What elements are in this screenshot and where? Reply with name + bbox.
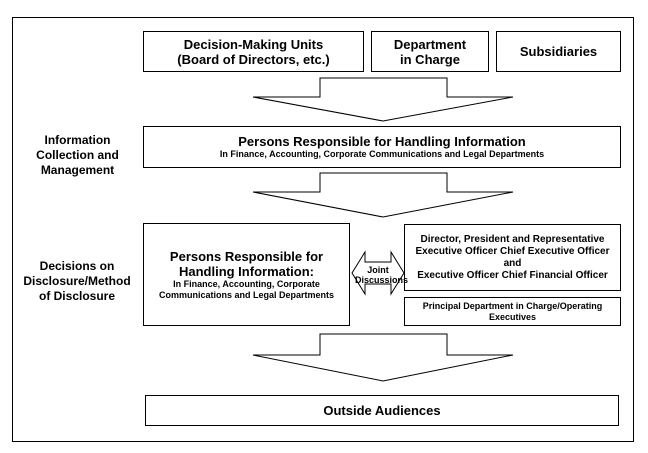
decision-making-units-title: Decision-Making Units [183, 36, 324, 52]
principal-department-label: Principal Department in Charge/Operating… [422, 300, 603, 322]
executives-line2: Executive Officer Chief Executive Office… [415, 245, 610, 257]
decision-box-title-line1: Persons Responsible for [169, 248, 324, 264]
persons-responsible-info-box: Persons Responsible for Handling Informa… [143, 126, 621, 168]
decisions-label-line3: of Disclosure [38, 289, 116, 303]
executives-line3: and [503, 257, 522, 269]
subsidiaries-box: Subsidiaries [496, 31, 621, 72]
information-collection-label: Information Collection and Management [20, 133, 135, 178]
down-arrow-1 [252, 77, 514, 122]
decision-making-units-box: Decision-Making Units (Board of Director… [143, 31, 364, 72]
executives-box: Director, President and Representative E… [404, 224, 621, 291]
double-arrow [351, 250, 405, 296]
decision-box-sub-line1: In Finance, Accounting, Corporate [173, 278, 320, 289]
info-label-line2: Collection and [36, 148, 119, 162]
info-label-line1: Information [44, 133, 111, 147]
persons-responsible-decision-box: Persons Responsible for Handling Informa… [143, 223, 350, 326]
info-box-title: Persons Responsible for Handling Informa… [238, 134, 526, 149]
joint-line2: Discussions [355, 275, 409, 285]
decisions-label-line2: Disclosure/Method [23, 274, 131, 288]
department-in-charge-line1: Department [393, 36, 467, 52]
decisions-on-disclosure-label: Decisions on Disclosure/Method of Disclo… [16, 259, 138, 304]
decision-box-title-line2: Handling Information: [178, 263, 315, 279]
down-arrow-3 [252, 333, 514, 382]
info-label-line3: Management [40, 163, 115, 177]
decisions-label-line1: Decisions on [39, 259, 115, 273]
executives-line4: Executive Officer Chief Financial Office… [417, 269, 608, 281]
department-in-charge-line2: in Charge [400, 51, 460, 67]
subsidiaries-label: Subsidiaries [519, 44, 598, 59]
decision-box-sub-line2: Communications and Legal Departments [158, 289, 335, 300]
decision-making-units-subtitle: (Board of Directors, etc.) [177, 51, 330, 67]
joint-line1: Joint [367, 265, 389, 275]
joint-discussions-label: Joint Discussions [355, 265, 409, 285]
outside-audiences-label: Outside Audiences [323, 403, 441, 418]
department-in-charge-box: Department in Charge [371, 31, 489, 72]
diagram-frame [12, 17, 634, 442]
principal-department-box: Principal Department in Charge/Operating… [404, 297, 621, 326]
down-arrow-2 [252, 172, 514, 218]
executives-line1: Director, President and Representative [420, 233, 605, 245]
outside-audiences-box: Outside Audiences [145, 395, 619, 426]
info-box-subtitle: In Finance, Accounting, Corporate Commun… [219, 149, 545, 159]
